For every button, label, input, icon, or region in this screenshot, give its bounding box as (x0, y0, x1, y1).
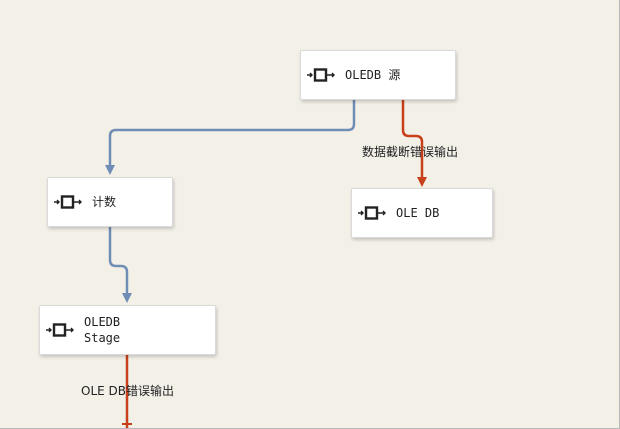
path-source-to-oledb-error[interactable] (401, 100, 427, 187)
component-row-count[interactable]: 计数 (47, 177, 173, 227)
component-label: OLEDB Stage (84, 315, 121, 345)
data-flow-component-icon (358, 206, 386, 220)
component-oledb-source[interactable]: OLEDB 源 (300, 50, 456, 100)
path-label-ole-db-error[interactable]: OLE DB错误输出 (81, 384, 175, 398)
data-flow-component-icon (46, 323, 74, 337)
component-label: 计数 (92, 195, 117, 209)
path-label-truncation-error[interactable]: 数据截断错误输出 (362, 145, 459, 159)
component-label: OLE DB (396, 206, 440, 220)
component-ole-db[interactable]: OLE DB (351, 188, 493, 238)
path-count-to-stage[interactable] (108, 227, 132, 303)
path-source-to-count[interactable] (105, 100, 356, 175)
data-flow-component-icon (307, 68, 335, 82)
component-oledb-stage[interactable]: OLEDB Stage (39, 305, 216, 355)
data-flow-component-icon (54, 195, 82, 209)
component-label: OLEDB 源 (345, 68, 401, 82)
